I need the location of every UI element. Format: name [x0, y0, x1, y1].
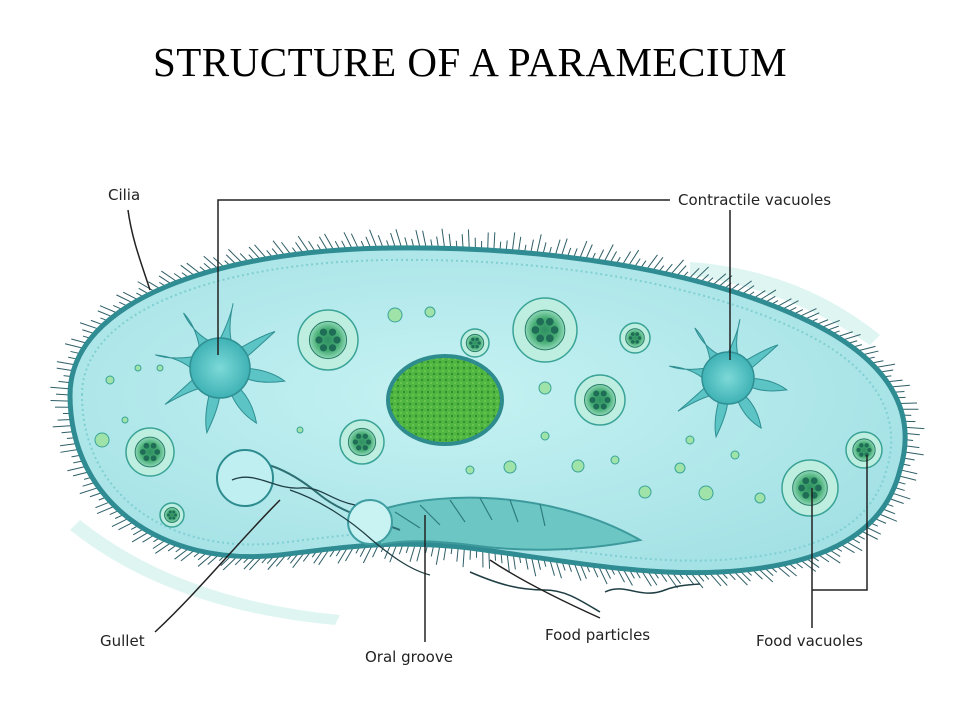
- food-particle: [604, 583, 701, 594]
- page-title: STRUCTURE OF A PARAMECIUM: [152, 39, 788, 85]
- food-vacuole: [297, 309, 359, 371]
- granule: [730, 450, 740, 460]
- food-vacuole: [619, 322, 651, 354]
- leader-food-vacuoles: [811, 455, 868, 628]
- food-particle-strand: [289, 489, 431, 576]
- label-oral-groove: Oral groove: [365, 648, 453, 666]
- food-vacuole: [512, 297, 578, 363]
- label-contractile-vacuoles: Contractile vacuoles: [678, 191, 831, 209]
- food-vacuole: [781, 459, 839, 517]
- label-food-particles: Food particles: [545, 626, 650, 644]
- contractile-vacuole-right: [669, 319, 789, 439]
- granule: [610, 455, 620, 465]
- granule: [387, 307, 403, 323]
- granule: [94, 432, 110, 448]
- food-vacuole: [125, 427, 175, 477]
- granule: [465, 465, 475, 475]
- label-gullet: Gullet: [100, 632, 145, 650]
- contractile-vacuole-left: [155, 303, 286, 435]
- leader-food-particles: [489, 559, 601, 619]
- food-vacuole: [159, 502, 185, 528]
- granule: [296, 426, 304, 434]
- background-wash: [70, 520, 340, 625]
- granule: [754, 492, 766, 504]
- forming-vacuole: [347, 499, 393, 545]
- granule: [571, 459, 585, 473]
- granule: [685, 435, 695, 445]
- granule: [638, 485, 652, 499]
- food-particle: [469, 571, 601, 613]
- background-wash: [690, 262, 880, 345]
- macronucleus: [386, 354, 504, 446]
- granule: [121, 416, 129, 424]
- label-cilia: Cilia: [108, 186, 140, 204]
- food-vacuole: [845, 431, 883, 469]
- granule: [674, 462, 686, 474]
- granule: [538, 381, 552, 395]
- leader-gullet: [154, 499, 281, 633]
- food-vacuole: [339, 419, 385, 465]
- granule: [540, 431, 550, 441]
- food-vacuole: [460, 328, 490, 358]
- granule: [134, 364, 142, 372]
- granules-group: [94, 306, 766, 504]
- granule: [424, 306, 436, 318]
- granule: [698, 485, 714, 501]
- food-vacuoles-group: [125, 297, 883, 528]
- oral-groove-cilia: [394, 497, 546, 529]
- label-food-vacuoles: Food vacuoles: [756, 632, 863, 650]
- food-vacuole: [574, 374, 626, 426]
- granule: [156, 364, 164, 372]
- gullet-vacuole: [216, 449, 274, 507]
- granule: [105, 375, 115, 385]
- leader-contractile: [217, 199, 670, 355]
- oral-groove: [379, 496, 643, 551]
- granule: [503, 460, 517, 474]
- leader-cilia: [127, 209, 151, 291]
- food-particle-strand: [231, 476, 356, 506]
